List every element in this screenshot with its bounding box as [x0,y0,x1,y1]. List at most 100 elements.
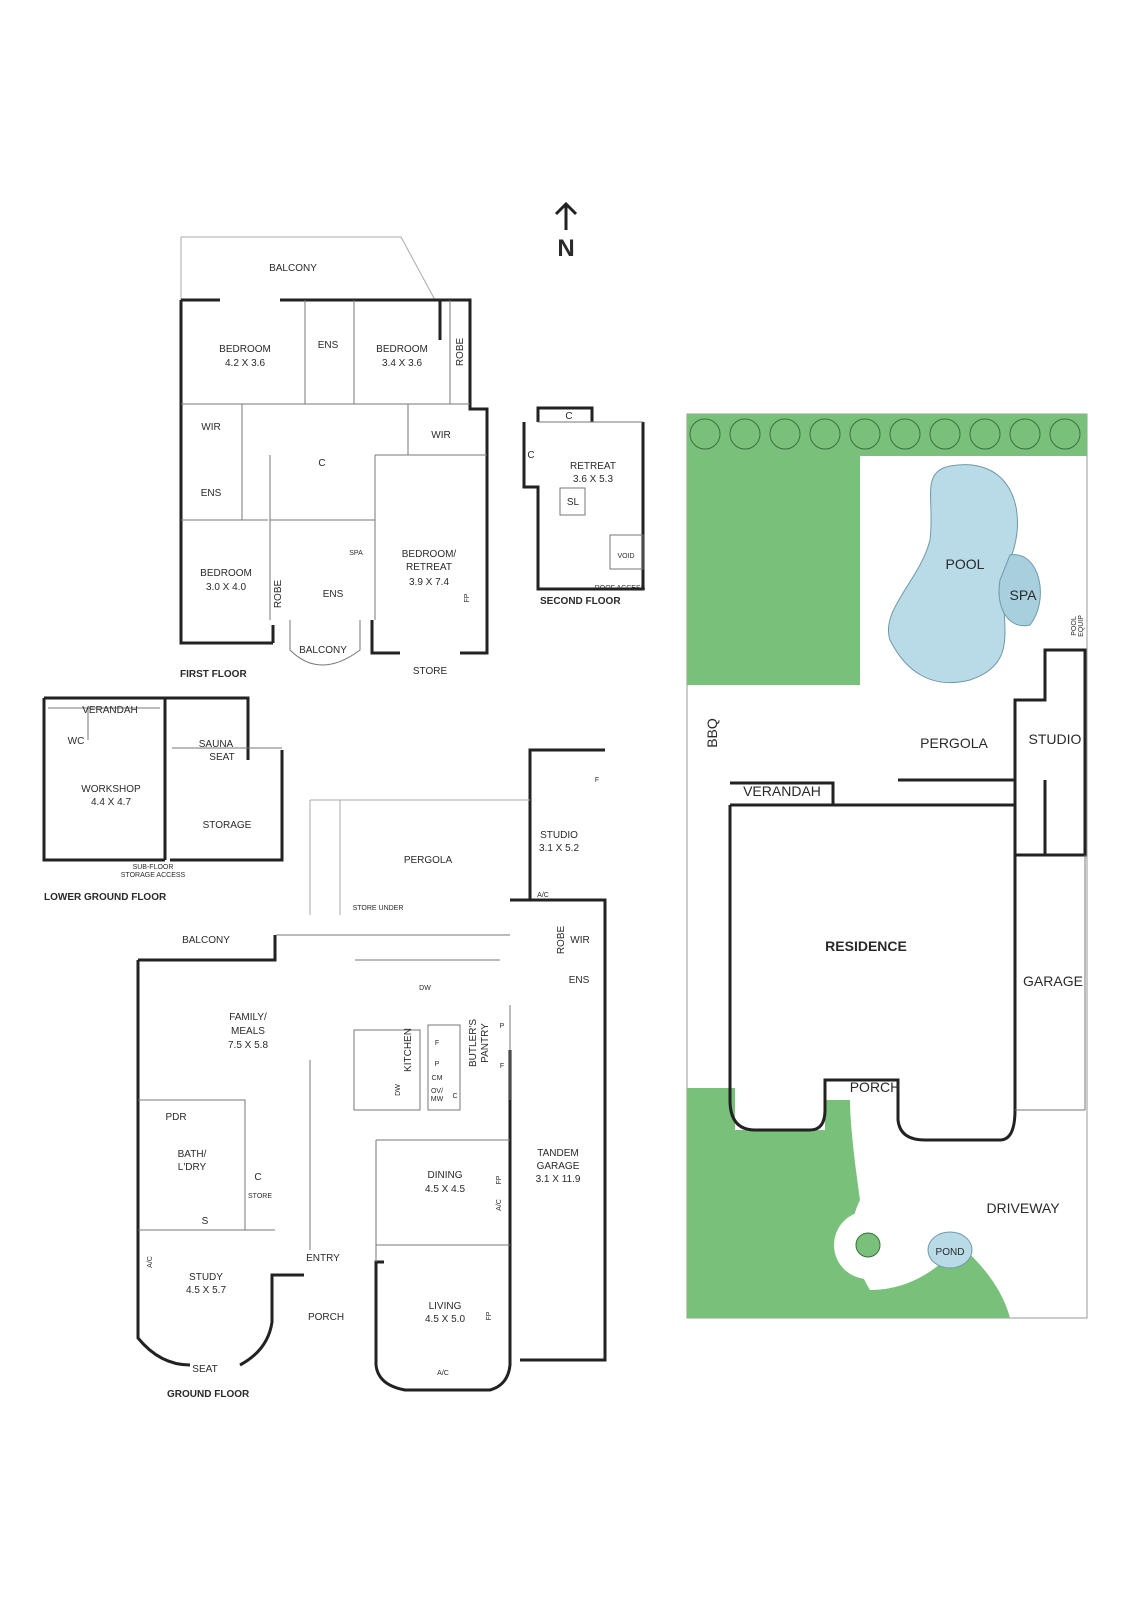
room-dimensions: 3.9 X 7.4 [409,577,449,588]
room-store: STORE [248,1193,272,1200]
room-wc: WC [68,736,85,747]
shelf-label: S [202,1216,209,1227]
room-balcony: BALCONY [299,645,347,656]
room-closet: C [527,450,534,461]
coffee-machine-label: CM [432,1075,443,1082]
room-spa: SPA [349,550,363,557]
room-powder: PDR [165,1112,186,1123]
room-dining: DINING [428,1170,463,1181]
room-dimensions: 3.1 X 11.9 [536,1174,581,1185]
floor-title: SECOND FLOOR [540,596,621,607]
room-verandah: VERANDAH [82,705,138,716]
room-porch: PORCH [308,1312,344,1323]
room-dimensions: 7.5 X 5.8 [228,1040,268,1051]
north-arrow-icon: N [554,201,578,262]
room-wir: WIR [431,430,450,441]
store-under-label: STORE UNDER [353,905,404,912]
lower-ground-floor-plan: VERANDAH WC WORKSHOP 4.4 X 4.7 SAUNA SEA… [42,696,284,903]
room-tandem-garage: TANDEM [537,1148,578,1159]
pantry-label: P [500,1023,505,1030]
pool-label: POOL [946,556,985,572]
pool [887,464,1018,684]
room-wir: WIR [201,422,220,433]
room-closet: C [565,411,572,422]
tree-row-icon [689,418,1081,450]
room-dimensions: 4.5 X 5.7 [186,1285,226,1296]
ground-floor-plan: PERGOLA STUDIO 3.1 X 5.2 F A/C STORE UND… [136,748,607,1400]
ac-label: A/C [496,1199,503,1211]
room-bedroom-retreat-2: RETREAT [406,562,452,573]
room-tandem-garage-2: GARAGE [537,1161,580,1172]
room-ensuite: ENS [323,589,344,600]
void-label: VOID [617,553,634,560]
lawn-front [687,1088,1010,1318]
room-ensuite: ENS [318,340,339,351]
room-workshop: WORKSHOP [81,784,141,795]
roof-access-label: ROOF ACCESS [595,585,646,592]
subfloor-label: SUB-FLOOR [133,864,174,871]
studio-label: STUDIO [1029,731,1082,747]
pond-label: POND [936,1247,965,1258]
room-bedroom: BEDROOM [219,344,271,355]
room-dimensions: 3.0 X 4.0 [206,582,246,593]
closet-label: C [254,1172,261,1183]
fridge-label: F [595,777,599,784]
room-dimensions: 3.4 X 3.6 [382,358,422,369]
fireplace-label: FP [486,1311,493,1320]
ac-label: A/C [437,1370,449,1377]
floor-title: GROUND FLOOR [167,1389,250,1400]
dishwasher-label: DW [419,985,431,992]
room-balcony: BALCONY [182,935,230,946]
room-store: STORE [413,666,448,677]
driveway-label: DRIVEWAY [986,1200,1060,1216]
room-ensuite: ENS [201,488,222,499]
seat-label: SEAT [209,752,234,763]
microwave-label: MW [431,1096,444,1103]
bbq-label: BBQ [704,718,720,748]
verandah-label: VERANDAH [743,783,821,799]
ac-label: A/C [537,892,549,899]
spa-label: SPA [1010,587,1038,603]
room-sauna: SAUNA [199,739,234,750]
room-meals: MEALS [231,1026,265,1037]
room-pergola: PERGOLA [404,855,453,866]
second-floor-plan: C C RETREAT 3.6 X 5.3 SL VOID ROOF ACCES… [522,406,646,607]
room-kitchen: KITCHEN [403,1028,414,1072]
room-dimensions: 4.5 X 4.5 [425,1184,465,1195]
room-entry: ENTRY [306,1253,340,1264]
dishwasher-label: DW [395,1084,402,1096]
garage-label: GARAGE [1023,973,1083,989]
room-study: STUDY [189,1272,223,1283]
subfloor-label-2: STORAGE ACCESS [121,872,186,879]
room-bath: BATH/ [178,1149,207,1160]
skylight-label: SL [567,497,580,508]
room-dimensions: 4.2 X 3.6 [225,358,265,369]
room-dimensions: 3.1 X 5.2 [539,843,579,854]
room-studio: STUDIO [540,830,578,841]
residence-label: RESIDENCE [825,938,907,954]
oven-label: OV/ [431,1088,443,1095]
compass-label: N [557,235,574,262]
spa [998,554,1041,627]
porch-label: PORCH [850,1079,901,1095]
pantry-label: P [435,1061,440,1068]
room-butlers-pantry-2: PANTRY [480,1023,491,1063]
fireplace-label: FP [464,593,471,602]
room-dimensions: 3.6 X 5.3 [573,474,613,485]
fridge-label: F [435,1040,439,1047]
room-storage: STORAGE [203,820,252,831]
pool-equip-label-2: EQUIP [1078,615,1085,637]
pool-equip-label: POOL [1071,616,1078,636]
room-robe: ROBE [273,580,284,609]
fireplace-label: FP [496,1175,503,1184]
pergola-label: PERGOLA [920,735,988,751]
seat-label: SEAT [192,1364,217,1375]
room-robe: ROBE [455,338,466,367]
room-retreat: RETREAT [570,461,616,472]
room-wir: WIR [570,935,589,946]
room-bedroom: BEDROOM [200,568,252,579]
room-robe: ROBE [556,926,567,955]
floor-title: LOWER GROUND FLOOR [44,892,167,903]
room-dimensions: 4.5 X 5.0 [425,1314,465,1325]
